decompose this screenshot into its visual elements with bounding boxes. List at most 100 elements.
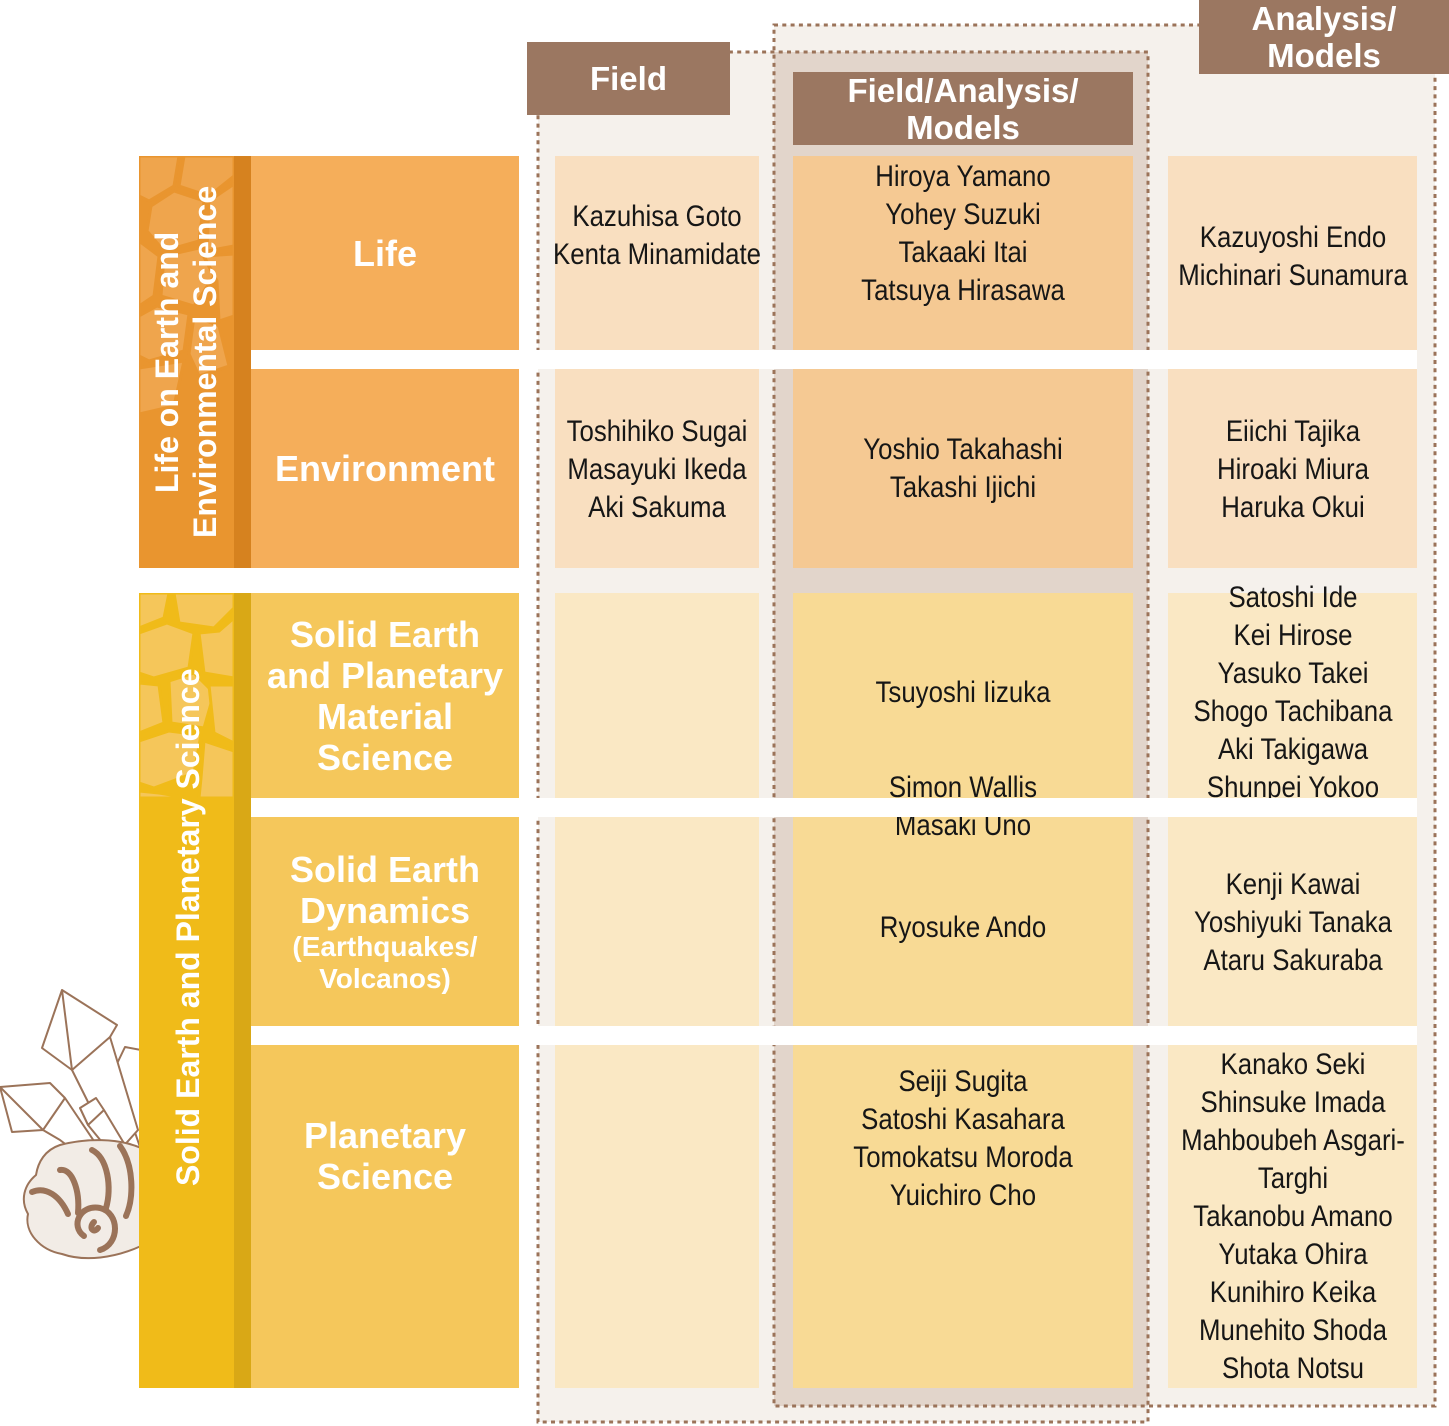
cell-planetary-field (555, 1045, 759, 1388)
person-name: Kenji Kawai (1225, 868, 1361, 901)
header-field-analysis-models: Field/Analysis/Models (793, 71, 1133, 146)
label-line: Environment (274, 448, 496, 489)
person-name: Takanobu Amano (1193, 1200, 1393, 1233)
person-name: Kei Hirose (1233, 619, 1353, 652)
header-line: Models (906, 108, 1020, 146)
person-name: Satoshi Ide (1228, 581, 1358, 614)
label-line: (Earthquakes/ (292, 930, 478, 962)
header-analysis-models: Analysis/Models (1199, 0, 1449, 74)
ammonite-ribs (29, 1143, 135, 1253)
cell-dynamics-analysis-models (1168, 817, 1417, 1026)
row-label-life: Life (251, 156, 519, 350)
header-line: Field/Analysis/ (847, 71, 1079, 109)
person-name: Masayuki Ikeda (567, 453, 747, 486)
person-name: Mahboubeh Asgari-Targhi (1181, 1124, 1405, 1195)
person-name: Shota Notsu (1221, 1352, 1364, 1385)
person-name: Ataru Sakuraba (1203, 944, 1383, 977)
person-name: Hiroya Yamano (875, 160, 1051, 193)
label-line: Planetary (303, 1114, 467, 1156)
person-name: Yutaka Ohira (1218, 1238, 1368, 1271)
person-name: Kazuhisa Goto (572, 200, 742, 233)
cell-planetary-field-analysis-models (793, 1045, 1133, 1388)
header-field: Field (527, 42, 730, 115)
crystal-facet (79, 1107, 105, 1126)
label-line: Solid Earth (289, 848, 481, 890)
texture-pattern (139, 156, 234, 416)
cell-life-analysis-models (1168, 156, 1417, 350)
person-name: Kazuyoshi Endo (1199, 221, 1387, 254)
person-name: Kenta Minamidate (553, 238, 761, 271)
person-name: Yoshio Takahashi (863, 433, 1063, 466)
row-separator (251, 798, 1417, 817)
cell-environment-field-analysis-models (793, 369, 1133, 568)
cell-dynamics-field (555, 817, 759, 1026)
person-name: Satoshi Kasahara (861, 1103, 1065, 1136)
person-name: Yoshiyuki Tanaka (1194, 906, 1392, 939)
header-line: Field (589, 60, 667, 97)
group-label-solid-earth-planetary: Solid Earth and Planetary Science (169, 593, 207, 1262)
label-line: Environmental Science (187, 185, 223, 539)
person-name: Michinari Sunamura (1178, 259, 1408, 292)
header-line: Models (1267, 37, 1381, 74)
person-name: Yasuko Takei (1217, 657, 1369, 690)
person-name: Tsuyoshi Iizuka (875, 676, 1051, 709)
person-name: Tatsuya Hirasawa (861, 274, 1065, 307)
row-label-subtitle: (Earthquakes/Volcanos) (292, 931, 477, 995)
row-label-environment: Environment (251, 369, 519, 568)
person-name: Shinsuke Imada (1200, 1086, 1386, 1119)
row-separator (251, 350, 1417, 369)
cell-dynamics-field-analysis-models (793, 817, 1133, 1026)
crystal-ammonite-illustration (0, 989, 142, 1260)
header-line: Analysis/ (1251, 0, 1397, 37)
label-line: Science (316, 736, 454, 778)
cell-environment-field (555, 369, 759, 568)
person-name: Hiroaki Miura (1217, 453, 1369, 486)
person-name: Ryosuke Ando (879, 911, 1047, 944)
person-name: Yuichiro Cho (889, 1179, 1037, 1212)
person-name: Aki Takigawa (1217, 733, 1369, 766)
cell-planetary-analysis-models (1168, 1045, 1417, 1388)
label-line: Solid Earth and Planetary Science (170, 668, 206, 1187)
person-name: Takashi Ijichi (889, 471, 1037, 504)
label-line: Dynamics (299, 889, 471, 931)
person-name: Eiichi Tajika (1225, 415, 1361, 448)
label-line: and Planetary (266, 654, 504, 696)
crystal-facet (61, 989, 111, 1071)
label-line: Life on Earth and (149, 231, 185, 493)
label-line: Science (316, 1155, 454, 1197)
field-box-outline (536, 50, 1150, 1424)
label-line: Material (316, 695, 454, 737)
group-strip-accent (234, 593, 251, 1388)
person-name: Shogo Tachibana (1193, 695, 1393, 728)
person-name: Munehito Shoda (1199, 1314, 1387, 1347)
texture-pattern (139, 593, 234, 800)
label-line: Volcanos) (319, 962, 451, 994)
person-name: Seiji Sugita (898, 1065, 1028, 1098)
names-dynamics-field-analysis-models: Ryosuke Ando (794, 909, 1133, 947)
cell-material-field-analysis-models (793, 593, 1133, 798)
cell-environment-analysis-models (1168, 369, 1417, 568)
person-name: Takaaki Itai (898, 236, 1028, 269)
person-name: Haruka Okui (1221, 491, 1365, 524)
names-material-field-analysis-models: Tsuyoshi Iizuka (794, 674, 1133, 712)
cell-material-field (555, 593, 759, 798)
cell-material-analysis-models (1168, 593, 1417, 798)
cell-life-field (555, 156, 759, 350)
cell-life-field-analysis-models (793, 156, 1133, 350)
row-separator (251, 1026, 1417, 1045)
ammonite-icon (22, 1139, 142, 1260)
